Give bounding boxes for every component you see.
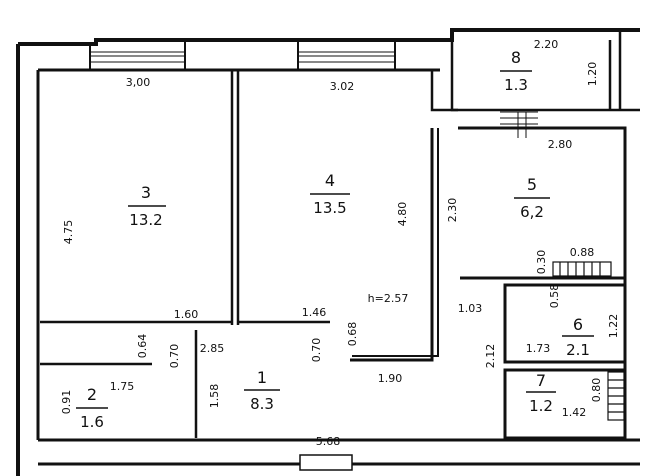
dim-2-30: 2.30 (446, 198, 459, 223)
dim-3-00: 3,00 (126, 76, 151, 89)
room-1-area: 8.3 (250, 395, 274, 413)
dim-0-30: 0.30 (535, 250, 548, 275)
dim-0-64: 0.64 (136, 334, 149, 359)
dim-1-58: 1.58 (208, 384, 221, 409)
room-8-number: 8 (511, 48, 521, 67)
room-5-number: 5 (527, 175, 537, 194)
dim-0-80: 0.80 (590, 378, 603, 403)
dim-1-90: 1.90 (378, 372, 403, 385)
room-8-area: 1.3 (504, 76, 528, 94)
dim-1-75: 1.75 (110, 380, 135, 393)
windows (90, 51, 538, 138)
fixtures (552, 261, 625, 421)
dim-1-42: 1.42 (562, 406, 587, 419)
room-4-number: 4 (325, 171, 335, 190)
dim-4-80: 4.80 (396, 202, 409, 227)
dim-0-70-b: 0.70 (310, 338, 323, 363)
dim-h-2-57: h=2.57 (368, 292, 409, 305)
dim-1-73: 1.73 (526, 342, 551, 355)
dim-2-20: 2.20 (534, 38, 559, 51)
dim-1-60: 1.60 (174, 308, 199, 321)
room-3-area: 13.2 (129, 211, 162, 229)
room-3-number: 3 (141, 183, 151, 202)
dim-3-02: 3.02 (330, 80, 355, 93)
room-1-number: 1 (257, 368, 267, 387)
dim-1-22: 1.22 (607, 314, 620, 339)
dim-2-80: 2.80 (548, 138, 573, 151)
dim-0-88: 0.88 (570, 246, 595, 259)
dim-1-03: 1.03 (458, 302, 483, 315)
dim-0-70-a: 0.70 (168, 344, 181, 369)
dim-0-58: 0.58 (548, 284, 561, 309)
dim-1-46: 1.46 (302, 306, 327, 319)
room-5-area: 6,2 (520, 203, 544, 221)
dim-0-68: 0.68 (346, 322, 359, 347)
room-6-number: 6 (573, 315, 583, 334)
room-7-area: 1.2 (529, 397, 553, 415)
room-7-number: 7 (536, 371, 546, 390)
room-6-area: 2.1 (566, 341, 590, 359)
dim-2-12: 2.12 (484, 344, 497, 369)
walls (16, 28, 640, 476)
dim-5-68: 5.68 (316, 435, 341, 448)
dim-2-85: 2.85 (200, 342, 225, 355)
dim-1-20: 1.20 (586, 62, 599, 87)
dim-0-91: 0.91 (60, 390, 73, 415)
dim-4-75: 4.75 (62, 220, 75, 245)
room-4-area: 13.5 (313, 199, 346, 217)
room-2-area: 1.6 (80, 413, 104, 431)
room-2-number: 2 (87, 385, 97, 404)
